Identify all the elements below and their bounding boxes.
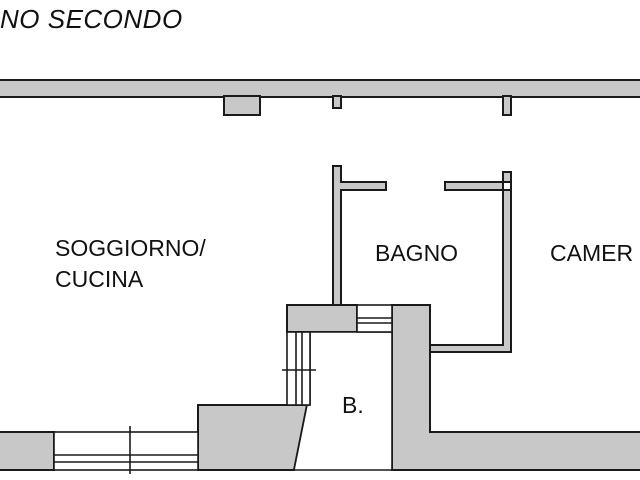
room-label-camera: CAMER: [550, 240, 634, 266]
top-pillar-small-1: [332, 95, 342, 109]
bottom-wall-left: [0, 431, 55, 471]
window-frame-left: [286, 331, 311, 406]
room-label-bagno: BAGNO: [375, 240, 459, 266]
bottom-window: [53, 431, 199, 471]
top-pillar-small-2: [502, 95, 512, 116]
wall-block-right: [391, 304, 640, 471]
room-label-small-bathroom: B.: [342, 392, 364, 418]
wall-block-bottom-left: [197, 404, 309, 471]
room-label-soggiorno-line2: CUCINA: [55, 266, 144, 292]
plan-title: NO SECONDO: [0, 4, 183, 34]
wall-block-top: [286, 304, 358, 333]
room-label-soggiorno: SOGGIORNO/ CUCINA: [55, 233, 206, 295]
top-wall: [0, 79, 640, 98]
top-pillar-large: [223, 95, 261, 116]
bagno-left-wall: [332, 165, 387, 306]
room-label-soggiorno-line1: SOGGIORNO/: [55, 235, 206, 261]
